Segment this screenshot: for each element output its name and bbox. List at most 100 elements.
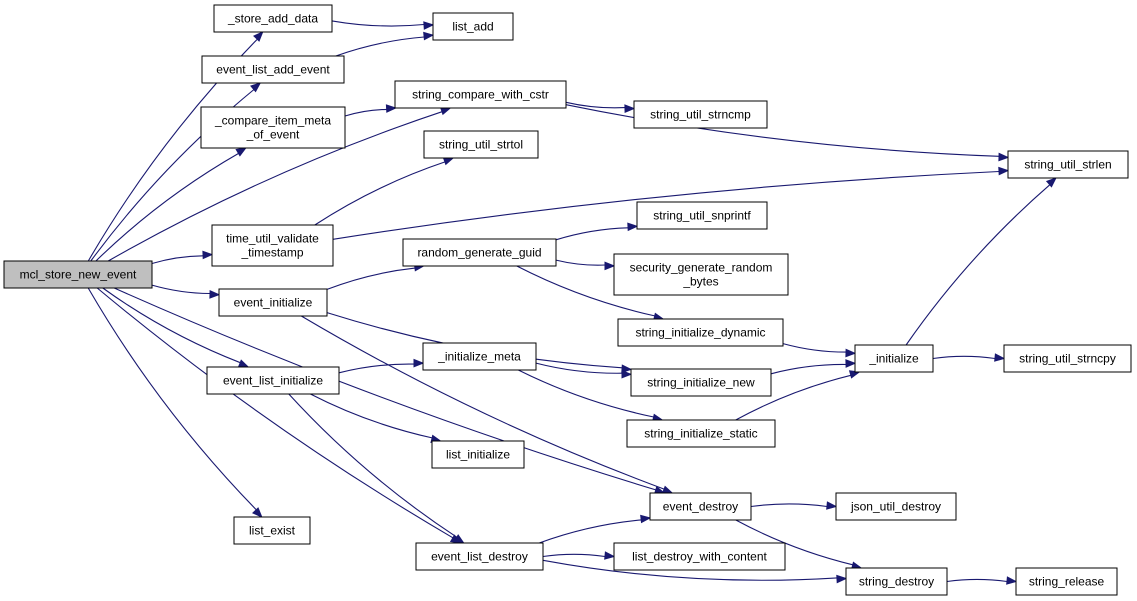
node-label: string_release (1029, 575, 1105, 589)
node-label: json_util_destroy (850, 500, 941, 514)
node-box (630, 368, 772, 397)
node-label: string_util_strlen (1024, 158, 1111, 172)
node-string-util-strtol[interactable]: string_util_strtol (423, 130, 539, 159)
node-box (200, 106, 346, 149)
node-label: time_util_validate (226, 232, 319, 246)
node-box (211, 224, 334, 267)
edge-event_list_add_event-to-list_add (335, 31, 435, 57)
arrowhead-icon (235, 147, 247, 157)
edge-line (310, 393, 433, 439)
node-mcl-store-new-event[interactable]: mcl_store_new_event (3, 260, 153, 289)
node-string-util-strlen[interactable]: string_util_strlen (1007, 150, 1129, 179)
node-label: random_generate_guid (417, 246, 541, 260)
node-event-list-destroy[interactable]: event_list_destroy (415, 542, 544, 571)
arrowhead-icon (604, 551, 616, 560)
node-box (613, 542, 786, 571)
node-string-util-strncmp[interactable]: string_util_strncmp (633, 100, 768, 129)
edge-mcl_store_new_event-to-_compare_item_meta_of_event (95, 147, 247, 262)
edge-line (542, 559, 838, 581)
edge-line (565, 101, 626, 109)
node-string-initialize-new[interactable]: string_initialize_new (630, 368, 772, 397)
node-box (415, 542, 544, 571)
node-string-util-snprintf[interactable]: string_util_snprintf (636, 201, 768, 230)
node-list-destroy-with-content[interactable]: list_destroy_with_content (613, 542, 786, 571)
node-label: _compare_item_meta (214, 114, 331, 128)
edge-line (535, 362, 623, 374)
node-store-add-data[interactable]: _store_add_data (213, 4, 333, 33)
node-box (854, 344, 934, 373)
node-label: string_util_strtol (439, 138, 523, 152)
arrowhead-icon (998, 166, 1010, 176)
node-event-initialize[interactable]: event_initialize (218, 288, 328, 317)
node-list-add[interactable]: list_add (432, 12, 514, 41)
node-time-util-validate-timestamp[interactable]: time_util_validate_timestamp (211, 224, 334, 267)
node-compare-item-meta-of-event[interactable]: _compare_item_meta_of_event (200, 106, 346, 149)
node-security-generate-random-bytes[interactable]: security_generate_random_bytes (613, 253, 789, 296)
edge-line (102, 287, 241, 364)
edge-random_generate_guid-to-security_generate_random_bytes (555, 259, 616, 271)
node-initialize-meta[interactable]: _initialize_meta (422, 342, 537, 371)
edge-_store_add_data-to-list_add (331, 20, 435, 30)
edge-line (770, 363, 847, 375)
arrowhead-icon (604, 261, 616, 271)
node-label: list_destroy_with_content (632, 550, 767, 564)
edge-line (555, 227, 629, 241)
node-box (633, 100, 768, 129)
node-string-release[interactable]: string_release (1015, 567, 1118, 596)
edge-line (151, 284, 211, 295)
node-box (432, 12, 514, 41)
edge-line (518, 369, 654, 418)
edge-mcl_store_new_event-to-list_exist (87, 287, 263, 518)
node-label: _of_event (246, 128, 300, 142)
edge-line (735, 374, 852, 421)
node-box (201, 55, 345, 84)
node-label: string_initialize_static (644, 427, 757, 441)
edge-event_list_destroy-to-list_destroy_with_content (542, 551, 616, 560)
node-label: _initialize_meta (437, 350, 521, 364)
node-list-exist[interactable]: list_exist (233, 516, 311, 545)
edge-line (113, 287, 656, 491)
node-box (431, 440, 525, 469)
node-initialize[interactable]: _initialize (854, 344, 934, 373)
arrowhead-icon (624, 104, 636, 113)
arrowhead-icon (423, 31, 435, 41)
node-string-initialize-static[interactable]: string_initialize_static (626, 419, 776, 448)
node-string-util-strncpy[interactable]: string_util_strncpy (1003, 344, 1132, 373)
edge-line (314, 161, 446, 226)
node-box (422, 342, 537, 371)
node-string-initialize-dynamic[interactable]: string_initialize_dynamic (617, 318, 784, 347)
node-event-list-add-event[interactable]: event_list_add_event (201, 55, 345, 84)
arrowhead-icon (423, 21, 435, 30)
node-string-compare-with-cstr[interactable]: string_compare_with_cstr (394, 80, 567, 109)
node-box (402, 238, 557, 267)
node-event-list-initialize[interactable]: event_list_initialize (206, 366, 340, 395)
node-label: event_list_destroy (431, 550, 528, 564)
node-json-util-destroy[interactable]: json_util_destroy (835, 492, 957, 521)
node-box (423, 130, 539, 159)
arrowhead-icon (836, 574, 848, 584)
edge-time_util_validate_timestamp-to-string_util_strlen (332, 166, 1010, 240)
edge-line (946, 578, 1008, 583)
node-box (394, 80, 567, 109)
edge-event_initialize-to-random_generate_guid (326, 262, 426, 290)
node-box (1003, 344, 1132, 373)
arrowhead-icon (621, 364, 633, 374)
arrowhead-icon (998, 152, 1010, 162)
edge-line (539, 519, 642, 544)
edge-_initialize_meta-to-string_initialize_new (535, 362, 633, 379)
arrowhead-icon (848, 370, 861, 379)
node-box (613, 253, 789, 296)
node-event-destroy[interactable]: event_destroy (649, 492, 752, 521)
arrowhead-icon (826, 501, 838, 510)
node-string-destroy[interactable]: string_destroy (845, 567, 948, 596)
edge-line (750, 503, 828, 508)
arrowhead-icon (237, 359, 250, 368)
edge-event_list_initialize-to-_initialize_meta (338, 358, 425, 374)
edge-mcl_store_new_event-to-event_list_destroy (96, 287, 462, 544)
node-box (845, 567, 948, 596)
arrowhead-icon (1045, 177, 1057, 188)
node-box (3, 260, 153, 289)
edge-time_util_validate_timestamp-to-string_util_strtol (314, 157, 455, 226)
node-list-initialize[interactable]: list_initialize (431, 440, 525, 469)
node-random-generate-guid[interactable]: random_generate_guid (402, 238, 557, 267)
